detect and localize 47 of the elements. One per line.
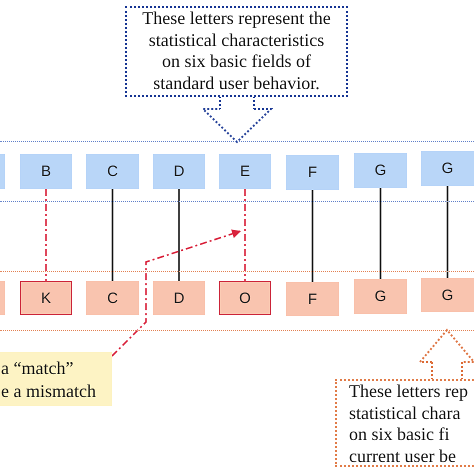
feature-letter: G xyxy=(374,162,386,179)
feature-box xyxy=(354,279,407,314)
feature-box xyxy=(421,151,474,186)
connector-line xyxy=(112,189,114,281)
connector-line xyxy=(312,190,314,282)
connector-line xyxy=(446,186,448,278)
dash-dot-line xyxy=(45,189,47,281)
feature-box xyxy=(0,281,5,315)
feature-letter: G xyxy=(374,288,386,305)
feature-box xyxy=(153,154,205,189)
dotted-band xyxy=(0,141,474,202)
dash-dot-line xyxy=(244,189,246,281)
feature-letter: C xyxy=(107,290,118,306)
leader-arrow xyxy=(111,230,242,357)
connector-line xyxy=(178,189,180,281)
feature-letter: K xyxy=(40,290,51,306)
feature-letter: G xyxy=(442,160,454,177)
feature-box xyxy=(219,281,271,315)
feature-box xyxy=(86,281,139,315)
feature-letter: F xyxy=(308,164,318,181)
note-box xyxy=(0,352,112,406)
note-text: a “match” xyxy=(1,357,74,380)
feature-letter: C xyxy=(107,163,118,180)
feature-box xyxy=(286,155,339,190)
connector-line xyxy=(380,188,382,279)
feature-box xyxy=(0,154,5,189)
feature-box xyxy=(20,281,72,315)
note-text: e a mismatch xyxy=(1,380,96,403)
feature-letter: G xyxy=(442,286,454,304)
feature-box xyxy=(20,154,72,189)
callout-box xyxy=(335,379,474,467)
feature-box xyxy=(153,281,205,315)
feature-letter: E xyxy=(240,163,250,180)
feature-letter: B xyxy=(40,163,51,180)
callout-text: These letters represent the statistical characteristics on six basic fields of standard user behavior. xyxy=(141,8,332,94)
callout-box xyxy=(125,6,348,97)
callout-text: These letters rep statistical chara on six basic fi current user be xyxy=(349,381,469,467)
feature-letter: O xyxy=(239,290,251,306)
feature-box xyxy=(219,154,271,189)
feature-letter: D xyxy=(174,290,184,306)
feature-box xyxy=(354,153,407,188)
feature-box xyxy=(286,282,339,316)
feature-box xyxy=(86,154,139,189)
dotted-band xyxy=(0,271,474,331)
feature-box xyxy=(421,278,474,312)
feature-letter: F xyxy=(308,290,318,308)
feature-letter: D xyxy=(174,163,184,180)
